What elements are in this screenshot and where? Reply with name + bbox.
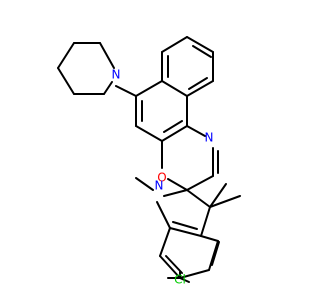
atom-label-imine-nitrogen: N <box>205 131 214 145</box>
atom-label-chlorine: Cl <box>174 273 186 287</box>
atom-label-piperidine-nitrogen: N <box>112 68 121 82</box>
molecule-drawing: N N O N Cl <box>57 36 241 287</box>
structure-canvas: N N O N Cl <box>57 36 241 287</box>
benzene-ring-chloro <box>159 227 220 283</box>
atom-labels: N N O N Cl <box>112 68 214 287</box>
piperidine-ring <box>57 42 137 97</box>
indoline-ring <box>135 177 241 237</box>
atom-label-indoline-nitrogen: N <box>155 179 164 193</box>
atom-label-oxygen: O <box>157 171 166 185</box>
oxazine-ring <box>161 125 219 191</box>
naphthalene-core <box>135 36 214 142</box>
